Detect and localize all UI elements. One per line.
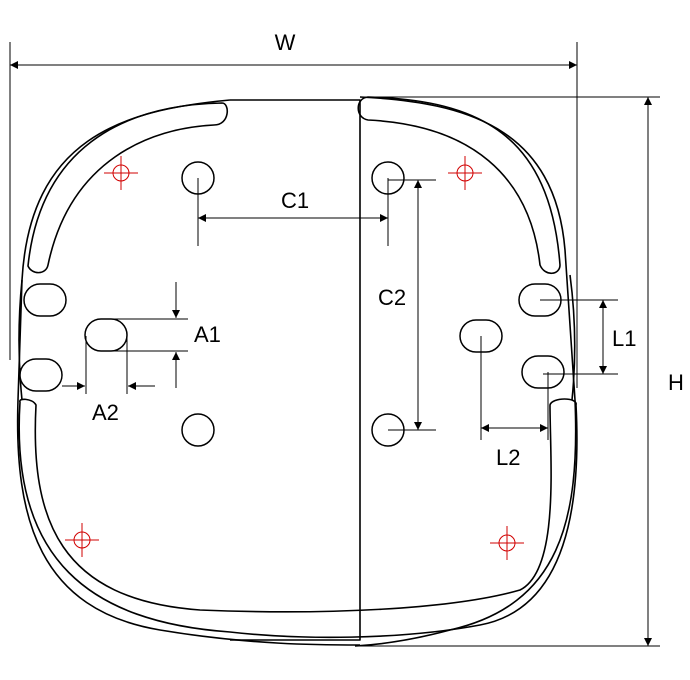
reference-mark-bottom-right	[490, 526, 524, 560]
label-a2: A2	[92, 400, 119, 425]
reference-mark-top-left	[104, 156, 138, 190]
dimension-c2: C2	[378, 179, 436, 431]
slots	[19, 283, 565, 392]
dimension-l2: L2	[480, 336, 549, 470]
slot-left-inner	[84, 318, 128, 352]
slot-left-upper	[23, 283, 67, 317]
label-a1: A1	[194, 322, 221, 347]
reference-mark-bottom-left	[65, 523, 99, 557]
label-w: W	[275, 30, 296, 55]
label-h: H	[668, 370, 684, 395]
dimension-h: H	[355, 96, 684, 647]
reference-marks	[65, 156, 524, 560]
tube-bottom	[18, 398, 578, 639]
tube-top-left	[27, 102, 229, 274]
label-c1: C1	[281, 188, 309, 213]
label-c2: C2	[378, 285, 406, 310]
tube-frame	[18, 96, 578, 639]
dimension-c1: C1	[197, 178, 389, 246]
plate-outline	[16, 96, 577, 647]
dimension-w: W	[9, 30, 578, 388]
label-l1: L1	[612, 326, 636, 351]
slot-right-lower	[521, 355, 565, 389]
slot-left-lower	[19, 358, 63, 392]
dimension-l1: L1	[540, 299, 636, 375]
reference-mark-top-right	[448, 156, 482, 190]
label-l2: L2	[496, 445, 520, 470]
dimension-a2: A2	[62, 336, 155, 425]
tube-top-right	[357, 96, 561, 275]
dimension-a1: A1	[106, 282, 221, 388]
hole-bottom-left	[181, 413, 215, 447]
